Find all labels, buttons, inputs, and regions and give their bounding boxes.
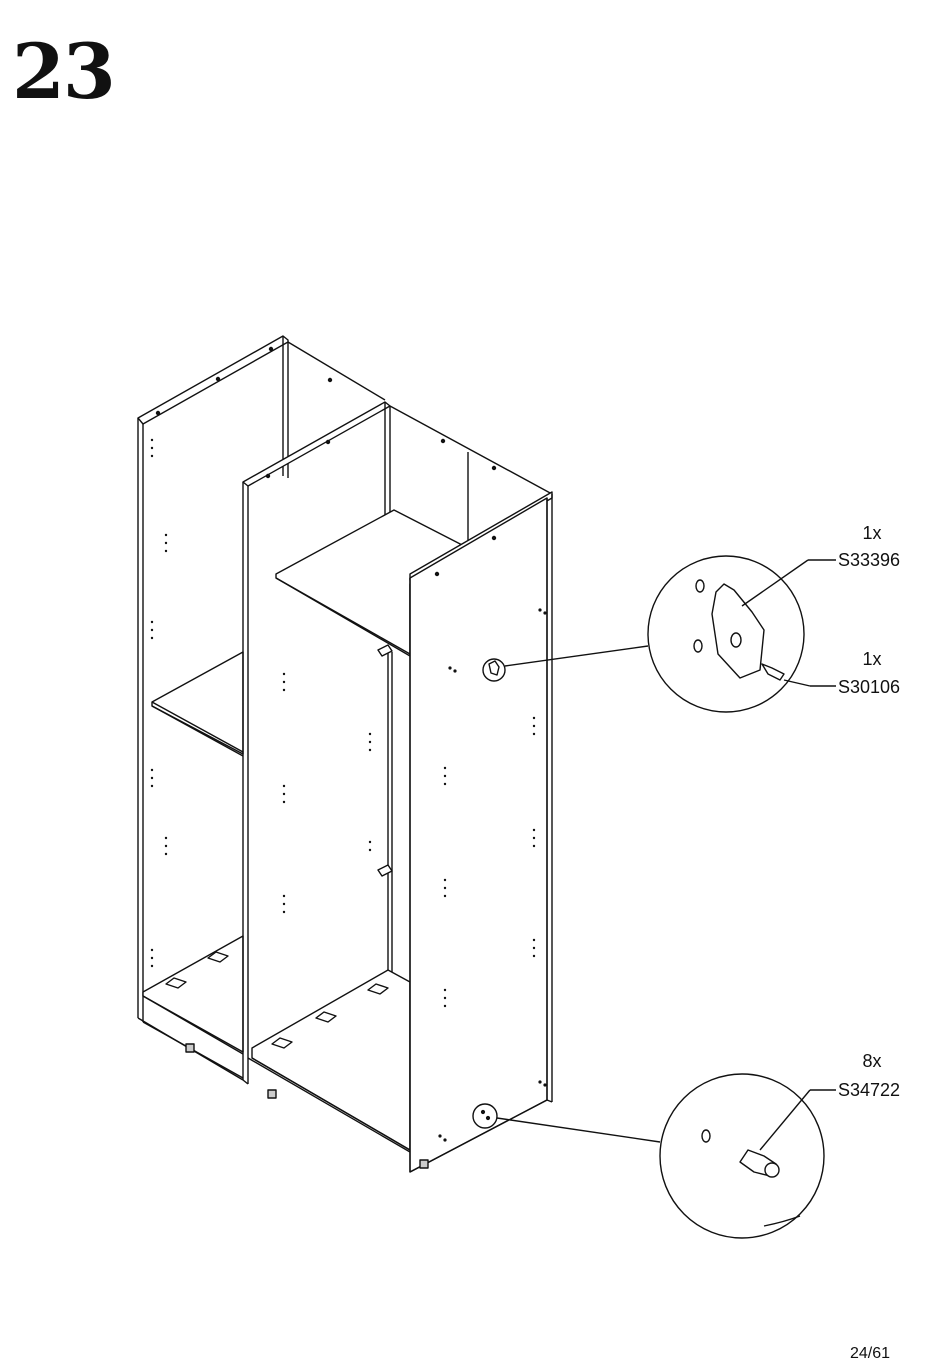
part-code-2: S30106 xyxy=(838,678,900,696)
page-number: 24/61 xyxy=(850,1345,890,1363)
left-cabinet xyxy=(138,336,385,1080)
part-qty-2: 1x xyxy=(852,650,892,668)
part-code-1: S33396 xyxy=(838,551,900,569)
part-code-3: S34722 xyxy=(838,1081,900,1099)
part-qty-3: 8x xyxy=(852,1052,892,1070)
right-side-panel xyxy=(410,492,552,1172)
part-qty-1: 1x xyxy=(852,524,892,542)
